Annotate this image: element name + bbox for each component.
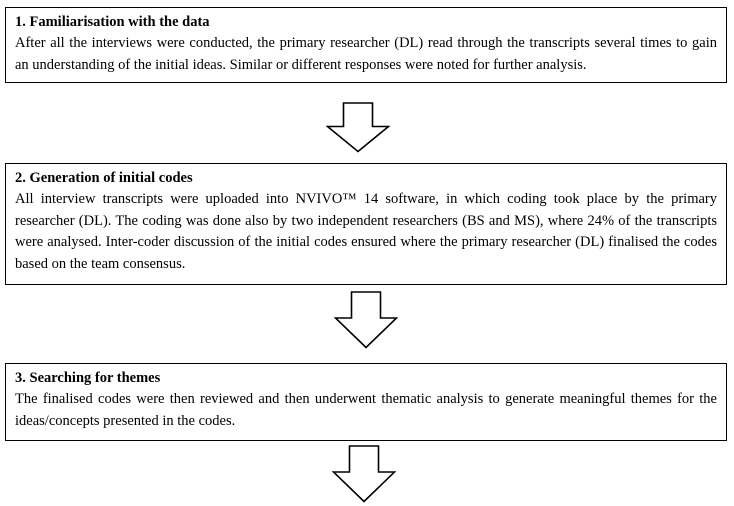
down-block-arrow-icon bbox=[332, 445, 396, 503]
step-3-body: The finalised codes were then reviewed a… bbox=[15, 391, 717, 429]
step-3-title: 3. Searching for themes bbox=[15, 370, 161, 386]
step-box-searching-themes: 3. Searching for themes The finalised co… bbox=[5, 363, 727, 441]
step-1-title: 1. Familiarisation with the data bbox=[15, 14, 210, 30]
step-2-body: All interview transcripts were uploaded … bbox=[15, 191, 717, 272]
step-box-initial-codes: 2. Generation of initial codes All inter… bbox=[5, 163, 727, 285]
step-2-title: 2. Generation of initial codes bbox=[15, 170, 193, 186]
step-1-body: After all the interviews were conducted,… bbox=[15, 35, 717, 73]
step-box-familiarisation: 1. Familiarisation with the data After a… bbox=[5, 7, 727, 83]
down-block-arrow-icon bbox=[326, 102, 390, 153]
down-block-arrow-icon bbox=[334, 291, 398, 349]
